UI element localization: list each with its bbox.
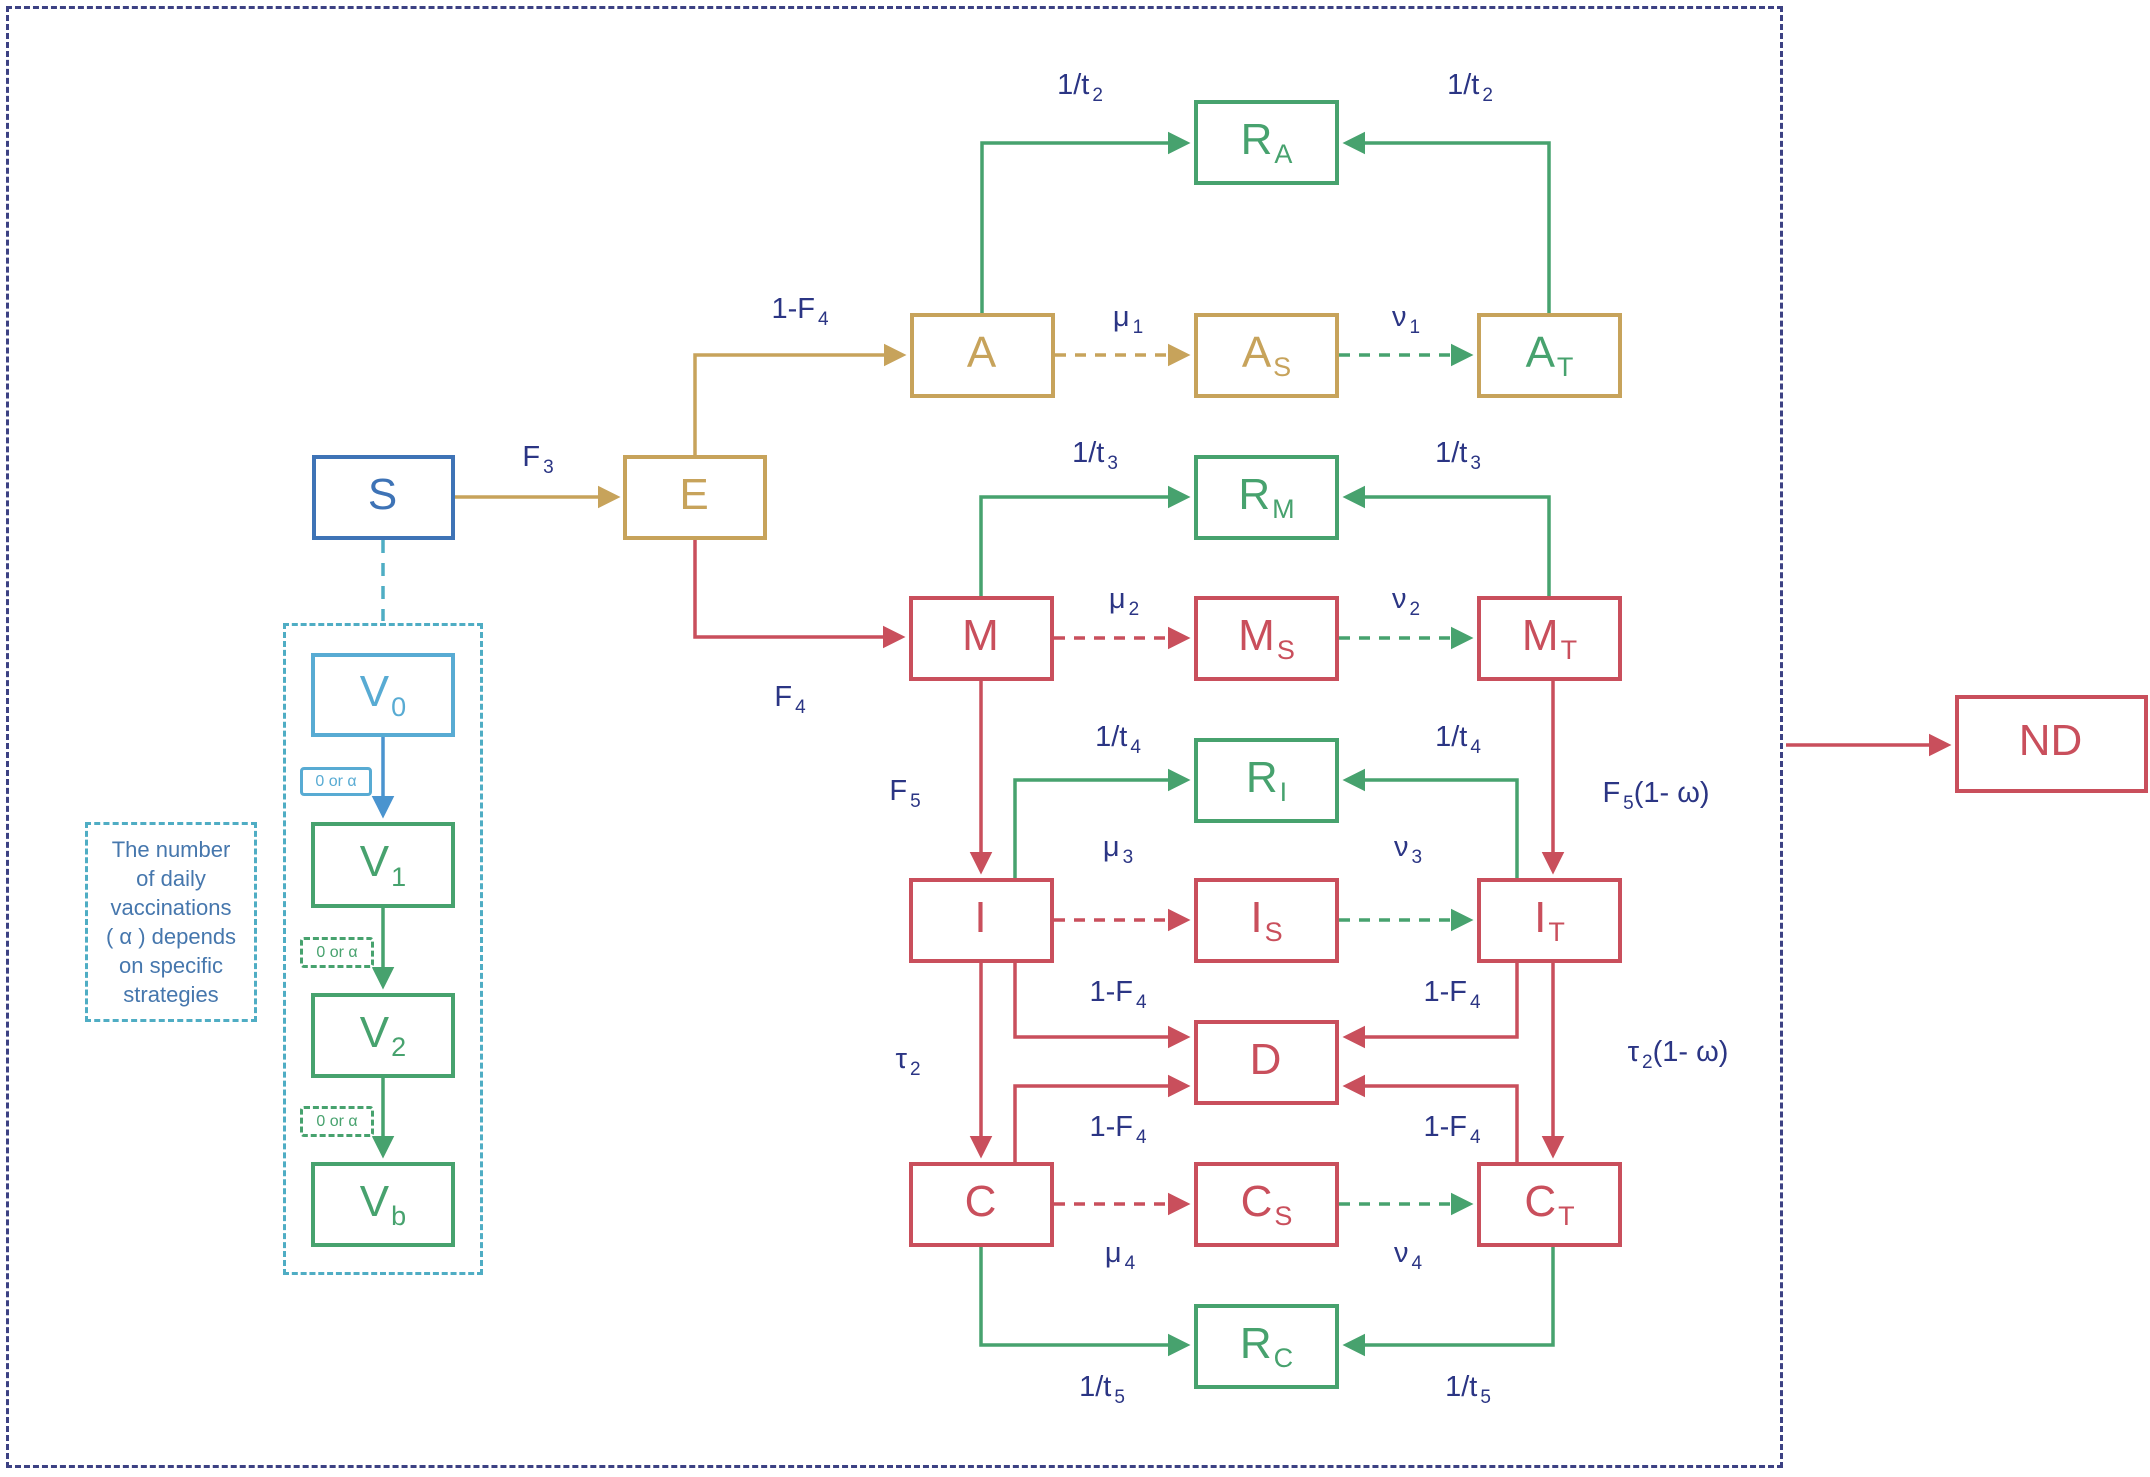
node-RC-label: RC	[1239, 1318, 1294, 1374]
node-Vb: Vb	[311, 1162, 455, 1247]
node-CS-label: CS	[1240, 1176, 1293, 1232]
vaccination-dashed-frame	[283, 623, 483, 1275]
node-V0-label: V0	[359, 667, 407, 722]
node-AT-label: AT	[1525, 327, 1574, 383]
vaccination-note: The number of daily vaccinations ( α ) d…	[85, 822, 257, 1022]
vaccination-rate-chip-3: 0 or α	[300, 1106, 374, 1137]
node-MT-label: MT	[1521, 610, 1578, 666]
node-RM: RM	[1194, 455, 1339, 540]
note-line: strategies	[123, 982, 219, 1007]
node-I-label: I	[974, 892, 987, 942]
node-MS: MS	[1194, 596, 1339, 681]
node-Vb-label: Vb	[359, 1176, 407, 1232]
node-V2-label: V2	[359, 1007, 407, 1063]
node-AS-label: AS	[1241, 327, 1292, 383]
node-D: D	[1194, 1020, 1339, 1105]
node-S: S	[312, 455, 455, 540]
node-E-label: E	[679, 469, 709, 519]
node-E: E	[623, 455, 767, 540]
node-V1: V1	[311, 822, 455, 908]
node-A: A	[910, 313, 1055, 398]
node-S-label: S	[367, 469, 398, 519]
node-V0: V0	[311, 653, 455, 737]
outer-dashed-frame	[6, 6, 1783, 1468]
node-RA-label: RA	[1240, 114, 1293, 170]
node-M: M	[909, 596, 1054, 681]
note-line: on specific	[119, 953, 223, 978]
node-IT: IT	[1477, 878, 1622, 963]
note-line: ( α ) depends	[105, 924, 237, 949]
node-IT-label: IT	[1534, 892, 1565, 948]
node-V1-label: V1	[359, 837, 407, 892]
chip-2-label: 0 or α	[316, 943, 358, 961]
chip-1-label: 0 or α	[315, 772, 357, 790]
node-AS: AS	[1194, 313, 1339, 398]
node-C: C	[909, 1162, 1054, 1247]
node-M-label: M	[962, 610, 999, 660]
node-I: I	[909, 878, 1054, 963]
vaccination-rate-chip-1: 0 or α	[300, 767, 372, 796]
node-AT: AT	[1477, 313, 1622, 398]
node-ND: ND	[1955, 695, 2148, 793]
vaccination-rate-chip-2: 0 or α	[300, 937, 374, 968]
note-line: The number	[111, 837, 231, 862]
node-MT: MT	[1477, 596, 1622, 681]
node-C-label: C	[964, 1176, 997, 1226]
node-V2: V2	[311, 993, 455, 1078]
node-A-label: A	[966, 327, 997, 377]
node-CT: CT	[1477, 1162, 1622, 1247]
note-line: vaccinations	[110, 895, 232, 920]
note-line: of daily	[136, 866, 206, 891]
node-RM-label: RM	[1238, 469, 1295, 525]
node-RI: RI	[1194, 738, 1339, 823]
node-RI-label: RI	[1245, 752, 1288, 808]
node-D-label: D	[1249, 1034, 1282, 1084]
node-IS-label: IS	[1250, 892, 1283, 948]
node-RC: RC	[1194, 1304, 1339, 1389]
node-CT-label: CT	[1524, 1176, 1575, 1232]
node-MS-label: MS	[1238, 610, 1295, 666]
node-CS: CS	[1194, 1162, 1339, 1247]
chip-3-label: 0 or α	[316, 1112, 358, 1130]
node-RA: RA	[1194, 100, 1339, 185]
node-IS: IS	[1194, 878, 1339, 963]
node-ND-label: ND	[2018, 716, 2083, 766]
